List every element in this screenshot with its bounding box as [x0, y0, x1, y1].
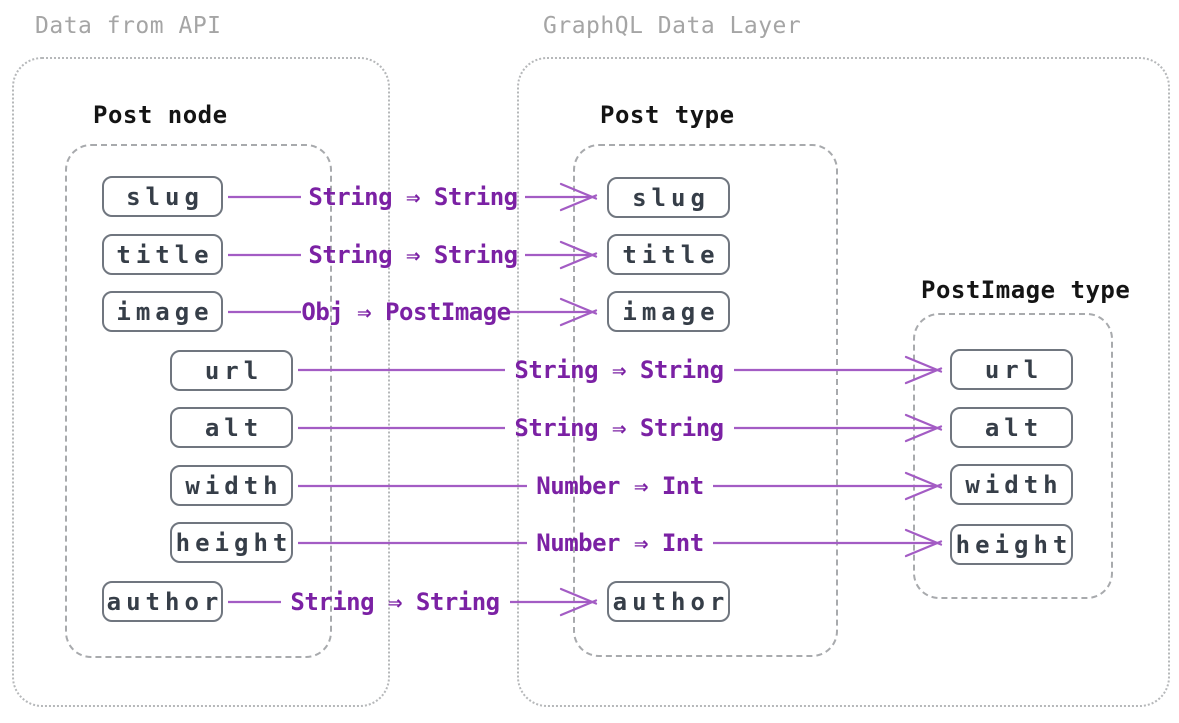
field-source-title: title: [102, 234, 223, 275]
field-source-alt: alt: [170, 407, 293, 448]
field-source-url: url: [170, 350, 293, 391]
field-target-width: width: [950, 464, 1073, 505]
field-target-image: image: [607, 291, 730, 332]
mapping-label-author: String ⇒ String: [290, 588, 500, 616]
post-type-title: Post type: [600, 101, 735, 129]
section-label-graphql-data-layer: GraphQL Data Layer: [543, 13, 802, 39]
field-source-image: image: [102, 291, 223, 332]
field-target-alt: alt: [950, 407, 1073, 448]
field-source-height: height: [170, 522, 293, 563]
field-target-title: title: [607, 234, 730, 275]
field-target-author: author: [607, 581, 730, 622]
mapping-label-image: Obj ⇒ PostImage: [301, 298, 511, 326]
field-target-slug: slug: [607, 177, 730, 218]
post-type-group-box: [573, 144, 838, 657]
post-node-title: Post node: [93, 101, 228, 129]
mapping-label-width: Number ⇒ Int: [536, 472, 704, 500]
post-image-type-title: PostImage type: [921, 276, 1131, 304]
field-target-height: height: [950, 524, 1073, 565]
post-node-group-box: [65, 144, 332, 658]
mapping-label-slug: String ⇒ String: [308, 183, 518, 211]
mapping-label-url: String ⇒ String: [514, 356, 724, 384]
post-image-group-box: [913, 313, 1113, 599]
mapping-label-height: Number ⇒ Int: [536, 529, 704, 557]
field-source-width: width: [170, 465, 293, 506]
mapping-label-alt: String ⇒ String: [514, 414, 724, 442]
api-section-container: [12, 57, 390, 707]
section-label-data-from-api: Data from API: [35, 13, 222, 39]
mapping-label-title: String ⇒ String: [308, 241, 518, 269]
graphql-section-container: [517, 57, 1170, 707]
field-source-slug: slug: [102, 176, 223, 217]
field-source-author: author: [102, 581, 223, 622]
field-target-url: url: [950, 349, 1073, 390]
